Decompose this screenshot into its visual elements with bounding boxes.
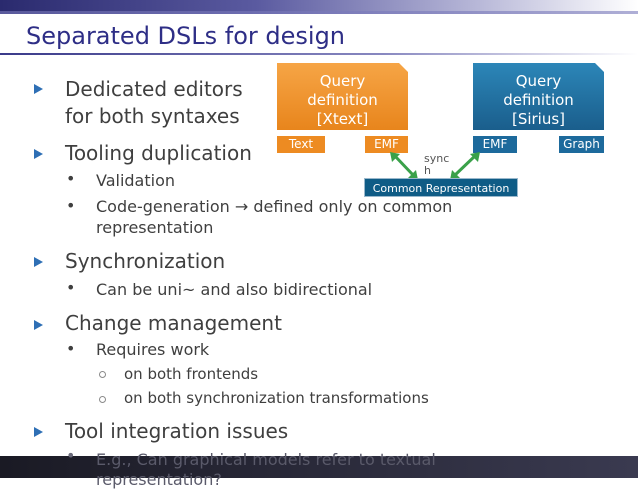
bullet-change-management: Change management	[65, 311, 282, 335]
tag-graph: Graph	[559, 136, 604, 153]
slide-title: Separated DSLs for design	[26, 22, 346, 50]
tag-emf-right: EMF	[473, 136, 517, 153]
bullet-tool-integration: Tool integration issues	[65, 419, 289, 443]
tag-emf-left: EMF	[365, 136, 408, 153]
common-representation-box: Common Representation	[364, 178, 518, 197]
bullet-dot-icon: •	[66, 446, 76, 465]
query-definition-xtext-box: Query definition [Xtext]	[277, 63, 408, 130]
sub-bullet-graphical-refer: E.g., Can graphical models refer to text…	[96, 450, 436, 469]
title-underline	[0, 53, 638, 55]
sub-sub-bullet-frontends: on both frontends	[124, 365, 259, 383]
sub-bullet-validation: Validation	[96, 171, 176, 190]
bullet-dot-icon: •	[66, 278, 76, 297]
xtext-box-line1: Query	[319, 72, 366, 90]
sync-arrows-icon	[390, 152, 480, 180]
top-decoration-bar	[0, 0, 638, 14]
sub-bullet-code-generation-cont: representation	[96, 218, 214, 237]
bullet-circle-icon	[99, 396, 106, 403]
sirius-box-line2: definition	[503, 91, 574, 109]
bullet-arrow-icon	[34, 427, 43, 437]
bullet-tooling-duplication: Tooling duplication	[65, 141, 252, 165]
bullet-arrow-icon	[34, 149, 43, 159]
sub-bullet-uni-bidirectional: Can be uni~ and also bidirectional	[96, 280, 373, 299]
sub-bullet-graphical-refer-cont: representation?	[96, 470, 222, 489]
sub-bullet-code-generation: Code-generation → defined only on common	[96, 197, 453, 216]
bullet-dot-icon: •	[66, 169, 76, 188]
xtext-box-line2: definition	[307, 91, 378, 109]
sub-bullet-requires-work: Requires work	[96, 340, 210, 359]
bullet-arrow-icon	[34, 320, 43, 330]
bullet-dedicated-editors: Dedicated editors	[65, 77, 243, 101]
sirius-box-line1: Query	[515, 72, 562, 90]
query-definition-sirius-box: Query definition [Sirius]	[473, 63, 604, 130]
bullet-circle-icon	[99, 371, 106, 378]
bullet-arrow-icon	[34, 84, 43, 94]
tag-text: Text	[277, 136, 325, 153]
bullet-dot-icon: •	[66, 196, 76, 215]
sync-label: sync h	[424, 152, 450, 177]
bullet-synchronization: Synchronization	[65, 249, 226, 273]
bullet-arrow-icon	[34, 257, 43, 267]
bullet-dedicated-editors-cont: for both syntaxes	[65, 104, 240, 128]
sirius-box-line3: [Sirius]	[511, 110, 566, 128]
bullet-dot-icon: •	[66, 339, 76, 358]
bottom-decoration-bar	[0, 456, 638, 478]
sub-sub-bullet-sync-transformations: on both synchronization transformations	[124, 389, 429, 407]
xtext-box-line3: [Xtext]	[316, 110, 369, 128]
